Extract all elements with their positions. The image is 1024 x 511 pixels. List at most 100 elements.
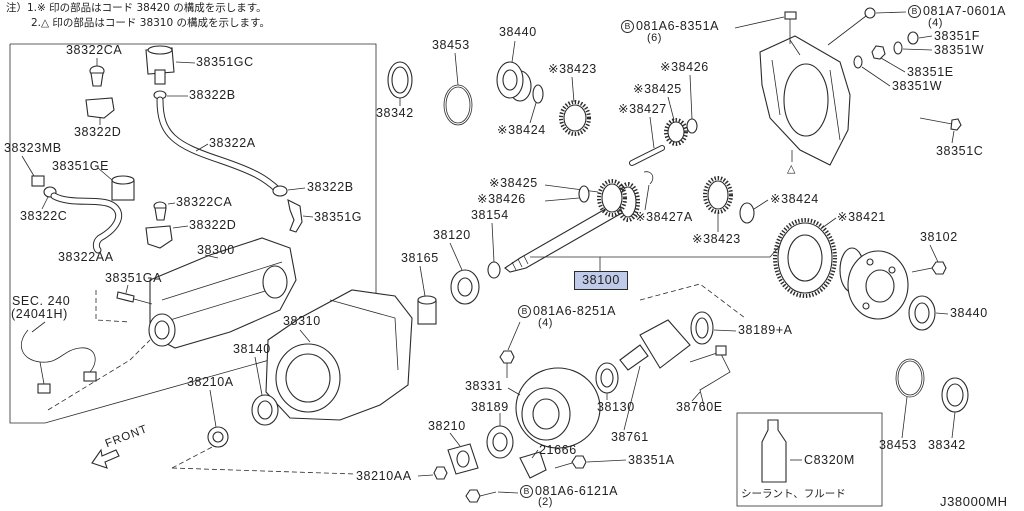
callout-38424-upper[interactable]: ※38424	[497, 123, 546, 137]
bolt-code: 081A6-8351A	[636, 19, 720, 33]
callout-38322A[interactable]: 38322A	[209, 136, 256, 150]
bolt-38351A	[554, 455, 627, 469]
callout-38342-upper[interactable]: 38342	[376, 106, 414, 120]
part-38423-lower-gear	[703, 176, 733, 232]
callout-38351C[interactable]: 38351C	[936, 144, 984, 158]
callout-38453-upper[interactable]: 38453	[432, 38, 470, 52]
callout-38425-upper[interactable]: ※38425	[633, 82, 682, 96]
part-38310-housing	[265, 289, 413, 421]
callout-38440-side[interactable]: 38440	[950, 306, 988, 320]
callout-38423-upper[interactable]: ※38423	[548, 62, 597, 76]
part-38760E-harness	[689, 345, 731, 411]
callout-38130[interactable]: 38130	[597, 400, 635, 414]
part-38440-upper-bearing	[496, 40, 532, 102]
callout-38322AA[interactable]: 38322AA	[58, 250, 114, 264]
callout-38310[interactable]: 38310	[283, 314, 321, 328]
part-38424-lower-washer	[739, 199, 769, 224]
part-38426-lower-washer	[544, 185, 590, 203]
callout-38426-lower[interactable]: ※38426	[477, 192, 526, 206]
bolt-quantity: (4)	[538, 317, 553, 329]
callout-38351GC[interactable]: 38351GC	[196, 55, 254, 69]
callout-38421[interactable]: ※38421	[837, 210, 886, 224]
part-38426-upper-washer	[686, 74, 698, 134]
callout-38322D-lower[interactable]: 38322D	[189, 218, 237, 232]
part-38322D-lower	[145, 225, 189, 249]
callout-38423-lower[interactable]: ※38423	[692, 232, 741, 246]
part-38351GC	[145, 45, 196, 85]
callout-38425-lower[interactable]: ※38425	[489, 176, 538, 190]
part-38322B-lower	[272, 185, 306, 197]
callout-38210[interactable]: 38210	[428, 419, 466, 433]
callout-38322CA-lower[interactable]: 38322CA	[176, 195, 233, 209]
callout-38427[interactable]: ※38427	[618, 102, 667, 116]
callout-38351GA[interactable]: 38351GA	[105, 271, 163, 285]
bolt-081A6-6121A	[465, 489, 519, 503]
callout-38351E[interactable]: 38351E	[907, 65, 954, 79]
callout-38331[interactable]: 38331	[465, 379, 503, 393]
part-38323MB	[21, 155, 45, 187]
callout-38351G[interactable]: 38351G	[314, 210, 363, 224]
callout-38189[interactable]: 38189	[471, 400, 509, 414]
part-38351G	[287, 199, 314, 233]
part-38427-pin	[629, 116, 665, 166]
callout-38102[interactable]: 38102	[920, 230, 958, 244]
callout-38189A[interactable]: 38189+A	[738, 323, 793, 337]
bolt-code: 081A6-8251A	[533, 304, 617, 318]
callout-38342-side[interactable]: 38342	[928, 438, 966, 452]
callout-38322B-lower[interactable]: 38322B	[307, 180, 354, 194]
callout-38323MB[interactable]: 38323MB	[4, 141, 62, 155]
callout-38351W-lower[interactable]: 38351W	[892, 79, 943, 93]
callout-C8320M[interactable]: C8320M	[804, 453, 855, 467]
part-38351F	[907, 31, 933, 45]
callout-38154[interactable]: 38154	[471, 208, 509, 222]
callout-38100-selected[interactable]: 38100	[574, 271, 628, 290]
part-38189A-seal	[639, 283, 746, 345]
part-38425-upper-gear	[664, 96, 688, 146]
callout-38424-lower[interactable]: ※38424	[770, 192, 819, 206]
section-reference[interactable]: SEC. 240	[12, 294, 71, 308]
callout-38760E[interactable]: 38760E	[676, 400, 723, 414]
part-38453-upper-ring	[443, 52, 473, 126]
bolt-symbol-icon: B	[518, 305, 531, 318]
part-differential-case	[839, 247, 909, 320]
callout-38140[interactable]: 38140	[233, 342, 271, 356]
part-38351W-lower	[853, 55, 891, 87]
callout-38210AA[interactable]: 38210AA	[356, 469, 412, 483]
note-line-2: 2.△ 印の部品はコード 38310 の構成を示します。	[31, 17, 270, 29]
part-38210A-seal	[207, 389, 229, 448]
bolt-quantity: (6)	[647, 32, 662, 44]
callout-38351A[interactable]: 38351A	[628, 453, 675, 467]
part-38120-bearing	[449, 242, 480, 305]
callout-38426-upper[interactable]: ※38426	[660, 60, 709, 74]
callout-38322B-upper[interactable]: 38322B	[189, 88, 236, 102]
part-38425-lower-gear	[544, 179, 627, 217]
callout-38322CA-upper[interactable]: 38322CA	[66, 43, 123, 57]
callout-38427A[interactable]: ※38427A	[635, 210, 693, 224]
callout-38351GE[interactable]: 38351GE	[52, 159, 110, 173]
bolt-symbol-icon: B	[621, 20, 634, 33]
callout-38453-side[interactable]: 38453	[879, 438, 917, 452]
callout-38351F[interactable]: 38351F	[934, 29, 980, 43]
callout-38120[interactable]: 38120	[433, 228, 471, 242]
part-38210AA-nut	[417, 466, 448, 480]
callout-38322C[interactable]: 38322C	[20, 209, 68, 223]
callout-38351W-upper[interactable]: 38351W	[934, 43, 985, 57]
part-38154-washer	[487, 222, 501, 279]
callout-21666[interactable]: 21666	[539, 443, 577, 457]
part-38351GA	[116, 284, 153, 305]
sealant-caption: シーラント、フルード	[741, 488, 846, 500]
left-inset-dashed-guides	[47, 290, 151, 411]
callout-38210A[interactable]: 38210A	[187, 375, 234, 389]
callout-38761[interactable]: 38761	[611, 430, 649, 444]
callout-38300[interactable]: 38300	[197, 243, 235, 257]
callout-38322D-upper[interactable]: 38322D	[74, 125, 122, 139]
callout-38440-upper[interactable]: 38440	[499, 25, 537, 39]
part-38322CA-upper	[89, 58, 105, 87]
callout-38165[interactable]: 38165	[401, 251, 439, 265]
